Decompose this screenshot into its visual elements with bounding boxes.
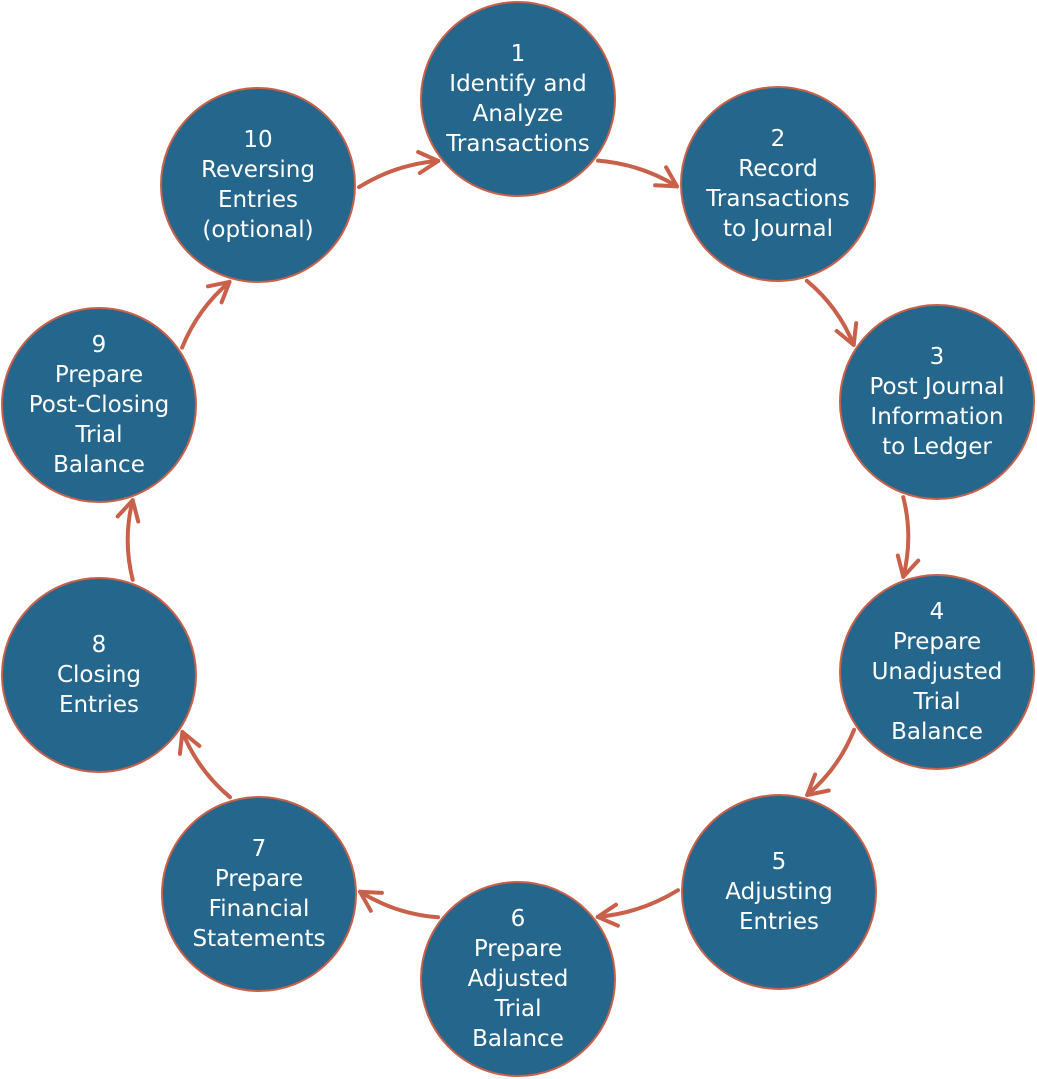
arrow-5-to-6 — [595, 888, 680, 928]
step-label-line: Analyze — [473, 101, 564, 127]
step-label-line: Prepare — [474, 936, 562, 962]
step-circle — [420, 1, 616, 197]
step-number: 8 — [92, 632, 107, 658]
arrow-head — [653, 165, 679, 189]
step-number: 1 — [511, 41, 526, 67]
step-number: 3 — [930, 344, 945, 370]
arrow-head — [358, 889, 384, 913]
arrow-head — [834, 321, 859, 347]
arrow-head — [115, 498, 141, 524]
arrow-line — [595, 888, 680, 919]
arrow-6-to-7 — [358, 889, 440, 920]
arrow-line — [596, 158, 679, 189]
arrow-line — [805, 727, 857, 797]
step-number: 9 — [92, 332, 107, 358]
step-label-line: Adjusting — [725, 879, 832, 905]
arrow-2-to-3 — [804, 278, 859, 347]
arrow-head — [177, 730, 202, 756]
step-circle — [839, 574, 1035, 770]
step-label-line: Transactions — [445, 131, 590, 157]
step-label-line: to Journal — [723, 216, 833, 242]
step-label-line: Prepare — [215, 866, 303, 892]
step-label-line: Trial — [75, 422, 123, 448]
arrow-1-to-2 — [596, 158, 679, 189]
step-label-line: Closing — [57, 662, 141, 688]
arrow-line — [358, 889, 440, 920]
step-circle — [839, 304, 1035, 500]
arrow-head — [895, 553, 921, 579]
arrow-line — [357, 158, 441, 190]
step-circle — [680, 86, 876, 282]
step-label-line: Entries — [739, 909, 819, 935]
step-circle — [160, 87, 356, 283]
arrow-4-to-5 — [805, 727, 857, 797]
step-label-line: Balance — [472, 1026, 564, 1052]
arrow-8-to-9 — [115, 498, 141, 582]
step-number: 5 — [772, 849, 787, 875]
arrow-head — [805, 772, 831, 797]
step-number: 2 — [771, 126, 786, 152]
step-label-line: Information — [870, 404, 1003, 430]
step-label-line: Adjusted — [468, 966, 569, 992]
step-number: 7 — [252, 836, 267, 862]
step-label-line: Post Journal — [870, 374, 1005, 400]
arrow-10-to-1 — [357, 150, 441, 190]
step-label-line: (optional) — [202, 217, 313, 243]
arrow-3-to-4 — [895, 495, 921, 579]
step-label-line: Reversing — [201, 157, 315, 183]
step-label-line: Balance — [53, 452, 145, 478]
arrow-head — [416, 150, 441, 175]
arrow-9-to-10 — [180, 279, 232, 350]
edges-layer — [115, 150, 921, 928]
step-circle — [420, 881, 616, 1077]
step-circle — [681, 794, 877, 990]
step-circle — [161, 796, 357, 992]
arrow-7-to-8 — [177, 730, 232, 800]
arrow-line — [180, 730, 232, 800]
arrow-line — [804, 278, 856, 347]
step-label-line: Prepare — [55, 362, 143, 388]
step-label-line: to Ledger — [882, 434, 992, 460]
arrow-head — [595, 902, 620, 928]
step-circle — [1, 577, 197, 773]
step-number: 4 — [930, 599, 945, 625]
step-label-line: Post-Closing — [29, 392, 170, 418]
step-circle — [1, 307, 197, 503]
arrow-head — [206, 279, 232, 305]
step-label-line: Financial — [209, 896, 310, 922]
step-label-line: Entries — [218, 187, 298, 213]
step-label-line: Identify and — [449, 71, 586, 97]
step-label-line: Trial — [494, 996, 542, 1022]
step-label-line: Unadjusted — [872, 659, 1003, 685]
step-number: 6 — [511, 906, 526, 932]
arrow-line — [180, 279, 232, 350]
arrow-line — [901, 495, 911, 579]
step-label-line: Prepare — [893, 629, 981, 655]
step-number: 10 — [243, 127, 272, 153]
arrow-line — [125, 498, 135, 582]
step-label-line: Statements — [192, 926, 325, 952]
step-label-line: Transactions — [705, 186, 850, 212]
step-label-line: Record — [738, 156, 817, 182]
step-label-line: Entries — [59, 692, 139, 718]
step-label-line: Trial — [913, 689, 961, 715]
step-label-line: Balance — [891, 719, 983, 745]
